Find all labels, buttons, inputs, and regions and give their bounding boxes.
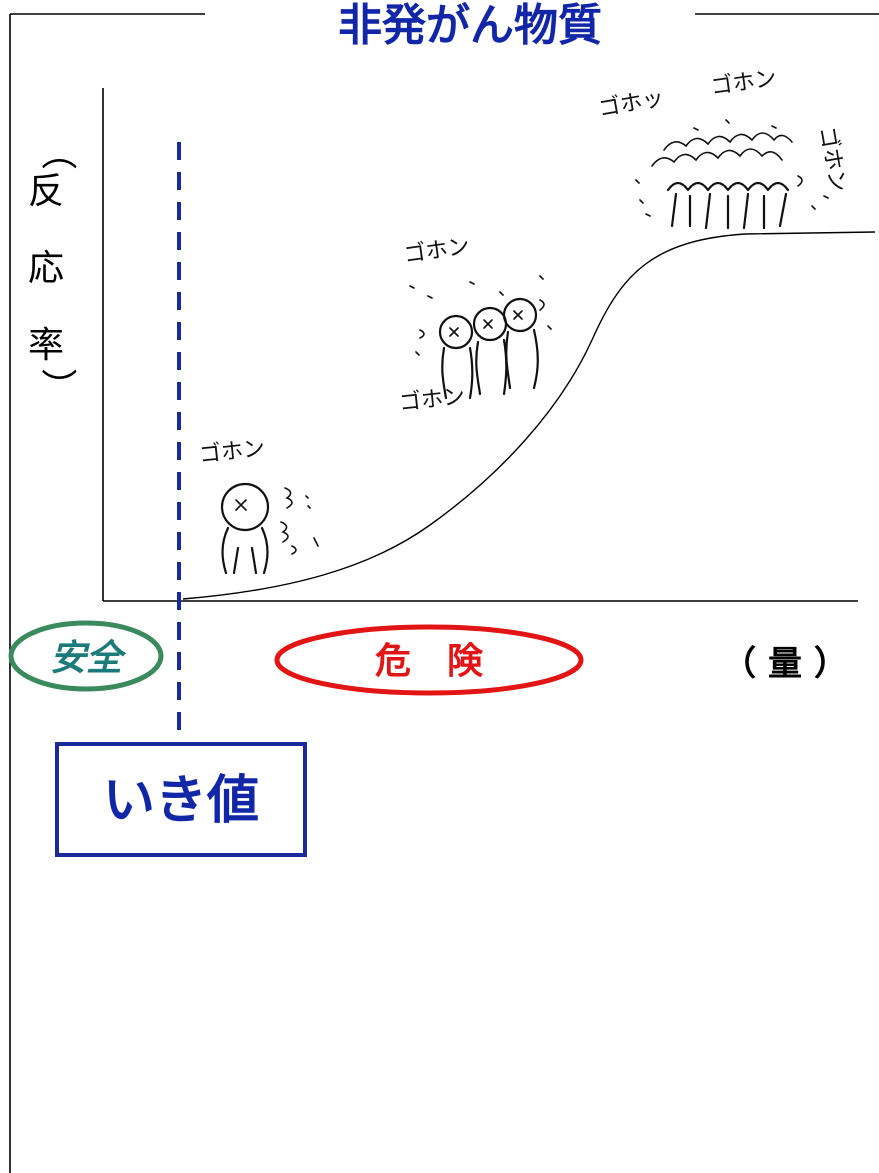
y-label-close-paren: ） [37, 368, 78, 404]
coughing-person-illustration: ゴホン [198, 436, 319, 575]
frame [9, 13, 879, 1173]
cough-text-4: ゴホッ [597, 86, 666, 122]
threshold-box: いき値 [55, 742, 307, 857]
danger-zone-label: 危 険 [375, 641, 484, 682]
cough-text-2: ゴホン [402, 234, 471, 268]
safe-zone-label: 安全 [50, 638, 127, 679]
coughing-crowd-illustration: ゴホッ ゴホン ゴホン [597, 66, 850, 230]
y-label-char-3: 率 [28, 325, 64, 366]
diagram-title: 非発がん物質 [338, 0, 602, 51]
y-axis-label: （ 反 応 率 ） [28, 134, 78, 404]
threshold-label: いき値 [103, 771, 259, 831]
cough-text-5: ゴホン [709, 66, 778, 100]
safe-zone-badge: 安全 [8, 620, 164, 692]
danger-zone-badge: 危 険 [274, 624, 584, 696]
y-label-open-paren: （ [37, 134, 78, 170]
coughing-group-illustration: ゴホン ゴホン [398, 234, 552, 416]
dose-response-curve [182, 231, 876, 600]
cough-text-6: ゴホン [814, 125, 850, 194]
y-label-char-1: 反 [28, 171, 64, 212]
cough-text-1: ゴホン [198, 436, 266, 468]
x-axis-label: （ 量 ） [722, 644, 848, 684]
cough-text-3: ゴホン [398, 384, 466, 416]
y-label-char-2: 応 [28, 248, 64, 289]
